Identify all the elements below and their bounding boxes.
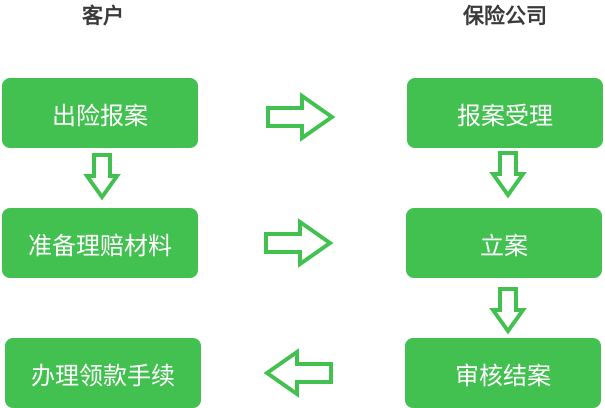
flow-arrow-down-icon [489, 151, 527, 199]
flow-arrow-right-icon [266, 92, 336, 142]
flow-arrow-down-icon [83, 153, 121, 201]
flow-arrow-left-icon [263, 348, 333, 398]
flow-arrow-down-icon [489, 287, 527, 335]
step-box-accept-report: 报案受理 [407, 78, 603, 148]
step-box-prepare-materials: 准备理赔材料 [2, 208, 198, 278]
flow-arrow-right-icon [264, 218, 334, 268]
step-box-report-accident: 出险报案 [2, 78, 198, 148]
step-box-review-close: 审核结案 [405, 338, 601, 408]
column-title-insurer: 保险公司 [463, 4, 547, 28]
step-box-collect-payment: 办理领款手续 [5, 338, 201, 408]
step-box-file-case: 立案 [406, 208, 602, 278]
column-title-customer: 客户 [82, 4, 124, 28]
